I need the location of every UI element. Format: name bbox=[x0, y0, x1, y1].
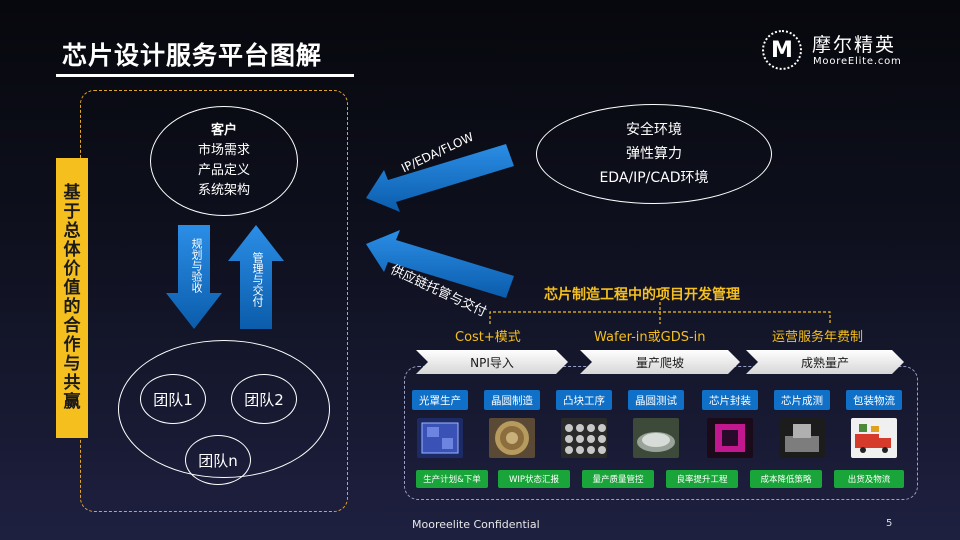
team-bubble: 团队1 bbox=[140, 374, 206, 424]
page-title: 芯片设计服务平台图解 bbox=[62, 41, 323, 70]
logo-name-cn: 摩尔精英 bbox=[812, 34, 897, 56]
banner-char: 合 bbox=[63, 316, 81, 336]
cloud-line: 安全环境 bbox=[626, 122, 682, 138]
cloud-line: EDA/IP/CAD环境 bbox=[599, 170, 709, 186]
service-tag: WIP状态汇报 bbox=[498, 470, 570, 488]
phase-chevron: 成熟量产 bbox=[746, 350, 904, 374]
customer-line: 市场需求 bbox=[197, 143, 250, 158]
cloud-line: 弹性算力 bbox=[626, 146, 682, 162]
team-bubble: 团队2 bbox=[231, 374, 297, 424]
step-label: 芯片封装 bbox=[702, 390, 758, 410]
step-label: 光罩生产 bbox=[412, 390, 468, 410]
page-number: 5 bbox=[886, 518, 893, 529]
step-label: 晶圆测试 bbox=[628, 390, 684, 410]
cloud-env-ellipse: 安全环境 弹性算力 EDA/IP/CAD环境 bbox=[536, 104, 772, 204]
ip-flow-arrow-icon bbox=[366, 144, 514, 212]
banner-char: 的 bbox=[63, 297, 81, 317]
logistics-image bbox=[851, 418, 897, 458]
manufacturing-title: 芯片制造工程中的项目开发管理 bbox=[544, 287, 740, 303]
customer-line: 系统架构 bbox=[197, 183, 250, 198]
banner-char: 总 bbox=[63, 221, 81, 241]
wafer-test-image bbox=[633, 418, 679, 458]
banner-char: 赢 bbox=[63, 392, 81, 412]
title-underline bbox=[56, 74, 354, 77]
service-tag: 出货及物流 bbox=[834, 470, 904, 488]
arrow-down-icon bbox=[166, 225, 222, 329]
banner-char: 基 bbox=[63, 183, 81, 203]
brand-logo: M 摩尔精英 MooreElite.com bbox=[762, 30, 912, 70]
banner-char: 作 bbox=[63, 335, 81, 355]
service-tag: 良率提升工程 bbox=[666, 470, 738, 488]
footer-confidential: Mooreelite Confidential bbox=[412, 518, 540, 531]
service-tag: 生产计划&下单 bbox=[416, 470, 488, 488]
banner-char: 共 bbox=[63, 373, 81, 393]
supply-chain-arrow-icon bbox=[366, 230, 514, 298]
service-tag: 成本降低策略 bbox=[750, 470, 822, 488]
pricing-model-label: Wafer-in或GDS-in bbox=[594, 330, 706, 345]
logo-mark-icon: M bbox=[762, 30, 802, 70]
customer-ellipse: 客户 市场需求 产品定义 系统架构 bbox=[150, 106, 298, 216]
bump-image bbox=[561, 418, 607, 458]
photomask-image bbox=[417, 418, 463, 458]
final-test-image bbox=[779, 418, 825, 458]
banner-char: 体 bbox=[63, 240, 81, 260]
step-label: 包装物流 bbox=[846, 390, 902, 410]
phase-chevron: 量产爬坡 bbox=[580, 350, 740, 374]
chip-package-image bbox=[707, 418, 753, 458]
arrow-down-label: 规划与验收 bbox=[190, 238, 203, 293]
customer-line: 产品定义 bbox=[197, 163, 250, 178]
banner-char: 值 bbox=[63, 278, 81, 298]
value-banner: 基 于 总 体 价 值 的 合 作 与 共 赢 bbox=[56, 158, 88, 438]
pricing-model-label: Cost+模式 bbox=[455, 330, 521, 345]
customer-heading: 客户 bbox=[210, 123, 237, 138]
logo-name-en: MooreElite.com bbox=[813, 56, 902, 67]
step-label: 芯片成测 bbox=[774, 390, 830, 410]
step-label: 凸块工序 bbox=[556, 390, 612, 410]
banner-char: 于 bbox=[63, 202, 81, 222]
banner-char: 价 bbox=[63, 259, 81, 279]
arrow-up-label: 管理与交付 bbox=[251, 252, 264, 307]
wafer-image bbox=[489, 418, 535, 458]
team-bubble: 团队n bbox=[185, 435, 251, 485]
bracket-lines bbox=[489, 302, 831, 324]
service-tag: 量产质量管控 bbox=[582, 470, 654, 488]
phase-chevron: NPI导入 bbox=[416, 350, 568, 374]
pricing-model-label: 运营服务年费制 bbox=[772, 330, 864, 345]
banner-char: 与 bbox=[63, 354, 81, 374]
arrow-up-icon bbox=[228, 225, 284, 329]
step-label: 晶圆制造 bbox=[484, 390, 540, 410]
